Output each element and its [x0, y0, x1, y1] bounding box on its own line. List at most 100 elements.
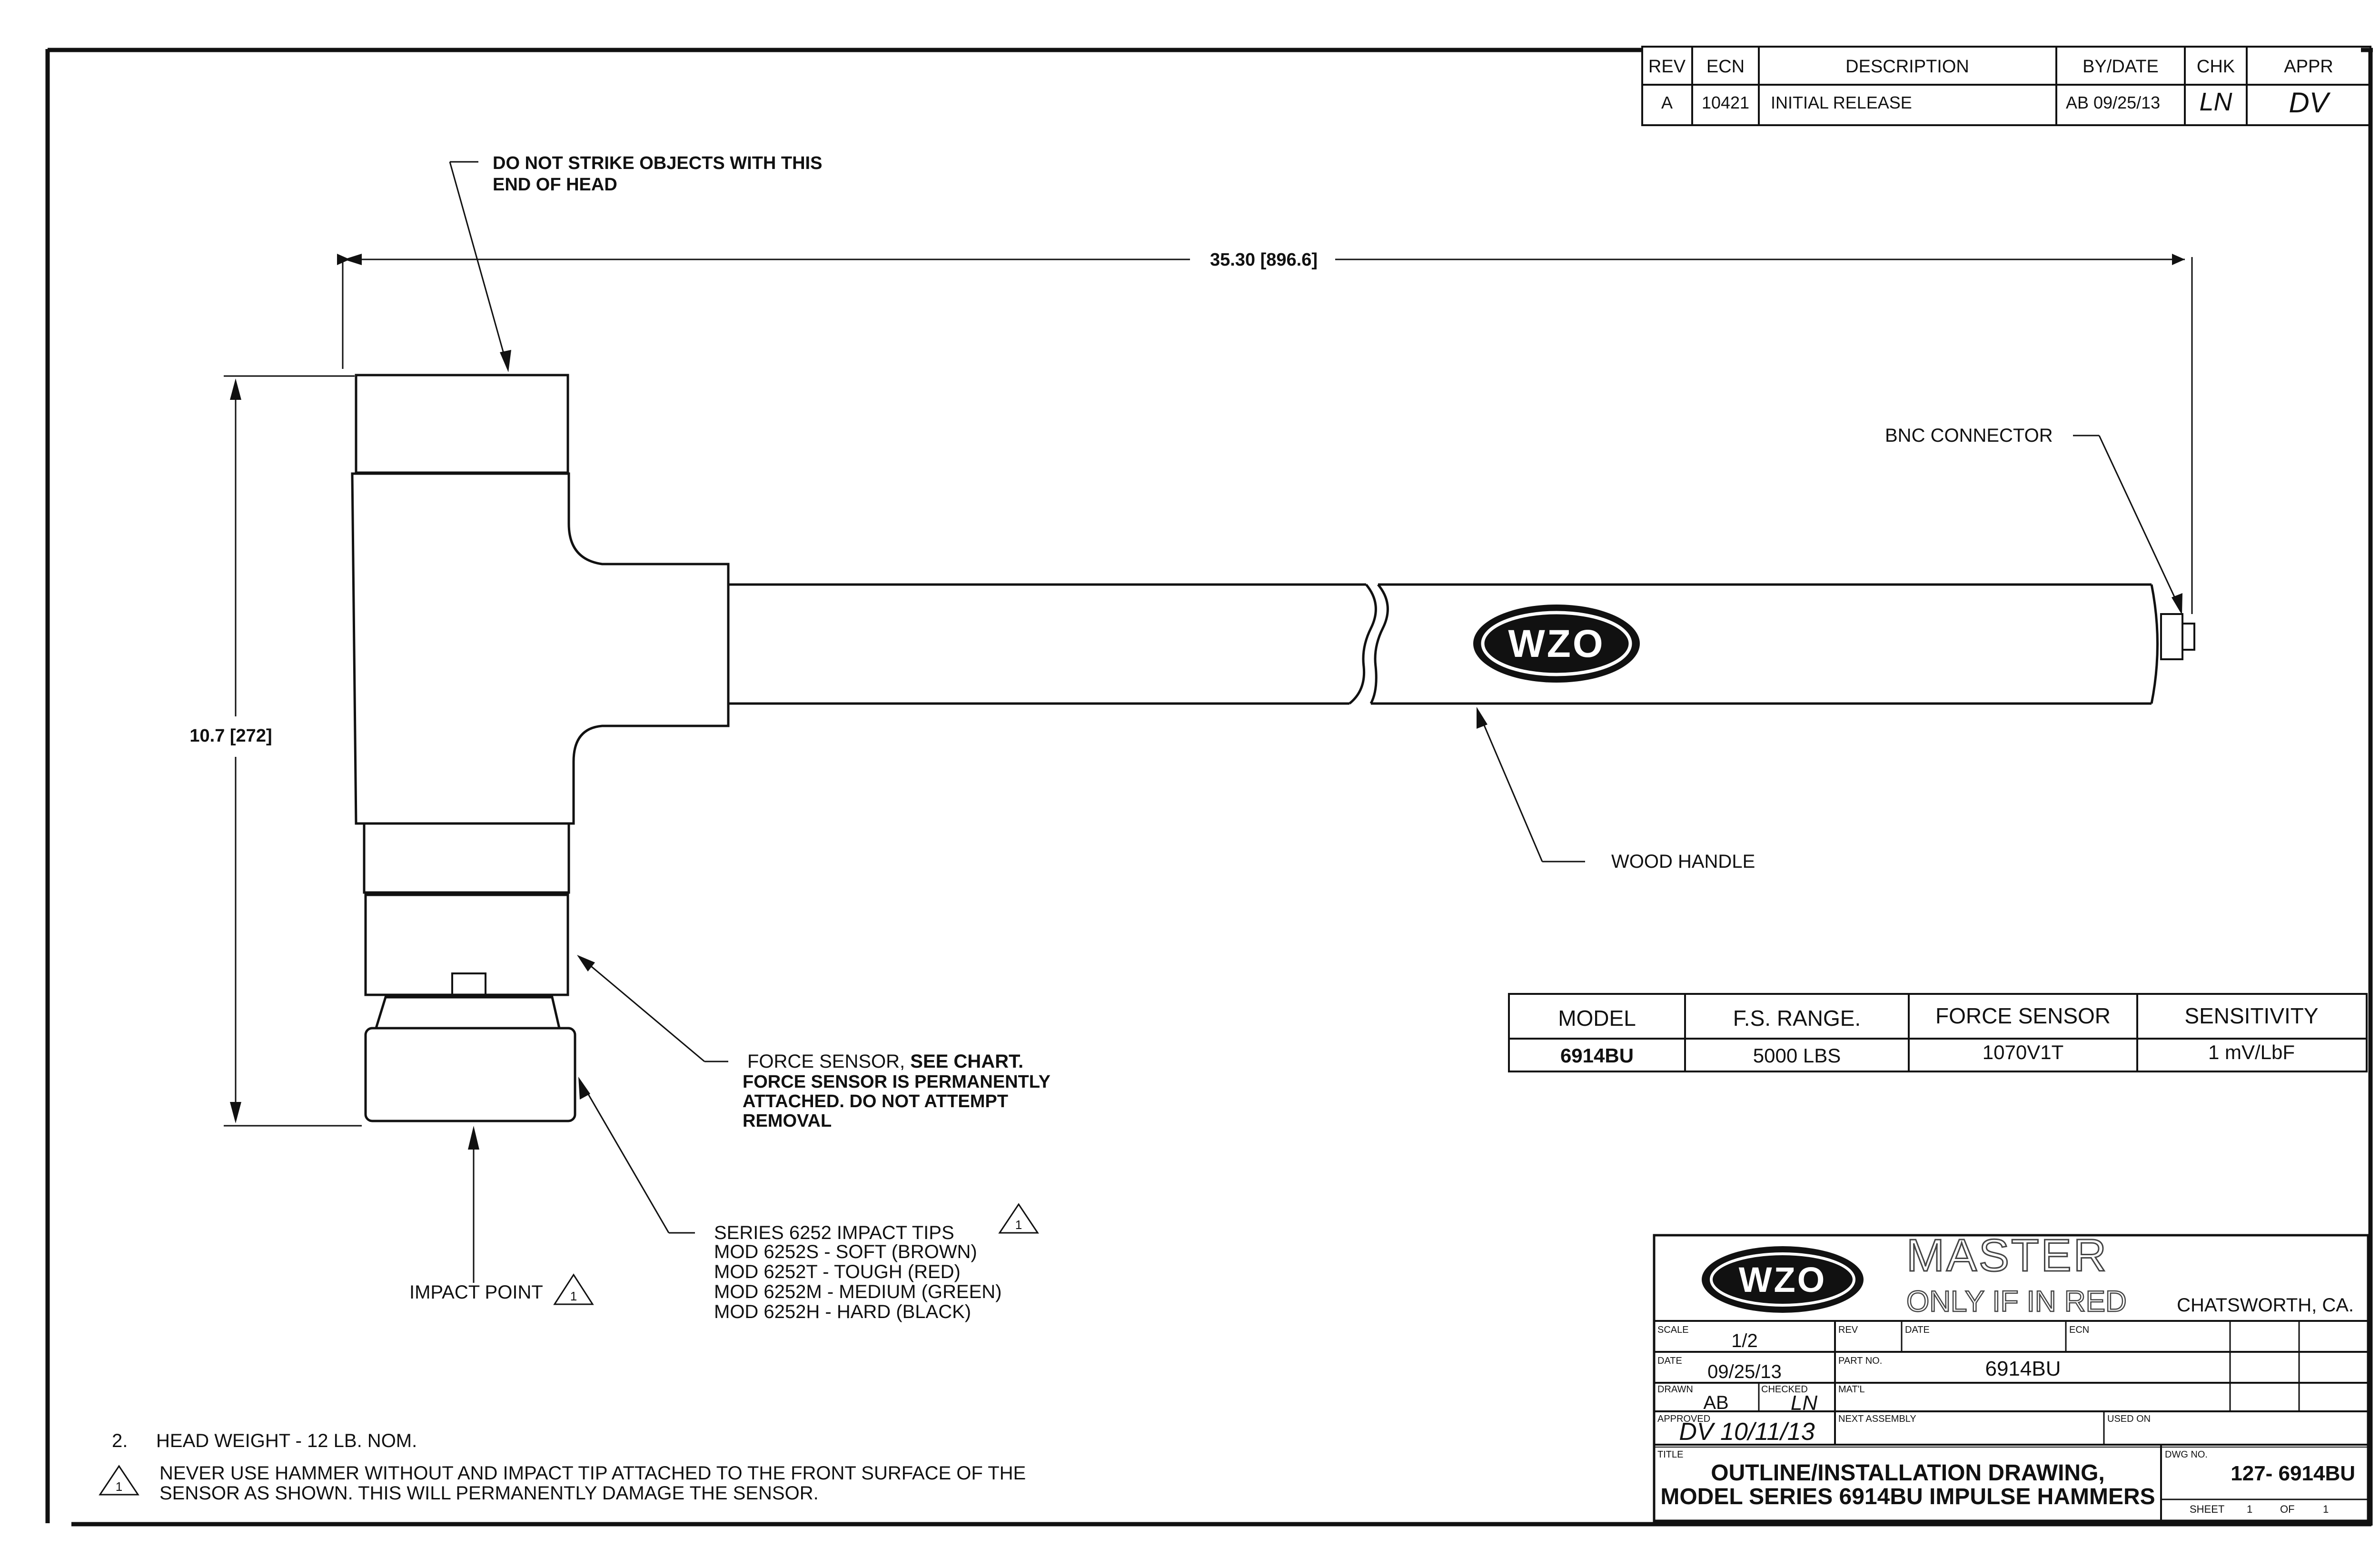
- checked-value: LN: [1791, 1391, 1817, 1415]
- note-flag-icon: [99, 1465, 139, 1496]
- force-sensor-line3: REMOVAL: [743, 1111, 832, 1131]
- company-location: CHATSWORTH, CA.: [2177, 1295, 2354, 1316]
- callout-wood-handle: WOOD HANDLE: [1477, 707, 1755, 872]
- bnc-connector-tip: [2182, 623, 2195, 651]
- impact-tip-medium: MOD 6252M - MEDIUM (GREEN): [714, 1281, 1002, 1302]
- handle-logo-text: WZO: [1508, 622, 1605, 665]
- spec-header-force-sensor: FORCE SENSOR: [1935, 1003, 2111, 1028]
- rev-label: REV: [1838, 1325, 1858, 1335]
- title-block-logo-text: WZO: [1739, 1260, 1827, 1299]
- matl-label: MAT'L: [1838, 1384, 1865, 1395]
- sensor-connector-stub: [451, 972, 486, 996]
- impact-point-label: IMPACT POINT: [409, 1282, 543, 1303]
- scale-value: 1/2: [1731, 1330, 1758, 1351]
- note-flag-number: 1: [1015, 1218, 1022, 1232]
- part-no-value: 6914BU: [1985, 1357, 2061, 1380]
- rev-header-bydate: BY/DATE: [2082, 57, 2159, 77]
- dwg-no-label: DWG NO.: [2165, 1449, 2208, 1460]
- drawing-title-line1: OUTLINE/INSTALLATION DRAWING,: [1711, 1460, 2104, 1486]
- handle-logo: WZO: [1473, 605, 1640, 683]
- dimension-head-height: 10.7 [272]: [189, 375, 362, 1127]
- master-stamp-line2: ONLY IF IN RED: [1906, 1285, 2127, 1318]
- date-label: DATE: [1657, 1356, 1682, 1366]
- head-front-collar: [363, 822, 570, 894]
- dimension-overall-length: 35.30 [896.6]: [337, 250, 2193, 614]
- force-sensor-line1: FORCE SENSOR IS PERMANENTLY: [743, 1072, 1051, 1092]
- of-label: OF: [2280, 1503, 2295, 1515]
- rev-value: A: [1661, 93, 1673, 112]
- description-value: INITIAL RELEASE: [1771, 93, 1912, 112]
- approved-signature: DV 10/11/13: [1679, 1418, 1815, 1446]
- spec-header-range: F.S. RANGE.: [1733, 1006, 1861, 1031]
- impact-tip-soft: MOD 6252S - SOFT (BROWN): [714, 1241, 977, 1262]
- scale-label: SCALE: [1657, 1325, 1689, 1335]
- used-on-label: USED ON: [2107, 1414, 2151, 1424]
- revision-table: REV ECN DESCRIPTION BY/DATE CHK APPR A 1…: [1641, 46, 2371, 126]
- force-sensor-prefix: FORCE SENSOR,: [747, 1051, 910, 1072]
- callout-bnc-connector: BNC CONNECTOR: [1885, 425, 2182, 615]
- spec-header-sensitivity: SENSITIVITY: [2184, 1003, 2318, 1028]
- spec-model-value: 6914BU: [1560, 1044, 1634, 1067]
- drawing-notes: 2. HEAD WEIGHT - 12 LB. NOM. 1 NEVER USE…: [99, 1430, 1026, 1504]
- sheet-total: 1: [2323, 1503, 2329, 1515]
- svg-text:FORCE SENSOR, SEE CHART.: FORCE SENSOR, SEE CHART.: [747, 1051, 1023, 1072]
- spec-force-sensor-value: 1070V1T: [1983, 1041, 2063, 1063]
- sheet-label: SHEET: [2190, 1503, 2224, 1515]
- force-sensor-see-chart: SEE CHART.: [910, 1051, 1023, 1072]
- ecn-value: 10421: [1702, 93, 1749, 112]
- impact-tip-hard: MOD 6252H - HARD (BLACK): [714, 1301, 971, 1322]
- next-assembly-label: NEXT ASSEMBLY: [1838, 1414, 1916, 1424]
- spec-sensitivity-value: 1 mV/LbF: [2208, 1041, 2295, 1063]
- date-value: 09/25/13: [1707, 1361, 1782, 1382]
- part-no-label: PART NO.: [1838, 1356, 1882, 1366]
- impact-tip-tough: MOD 6252T - TOUGH (RED): [714, 1261, 961, 1282]
- callout-do-not-strike: DO NOT STRIKE OBJECTS WITH THIS END OF H…: [449, 153, 822, 372]
- note-2-text: HEAD WEIGHT - 12 LB. NOM.: [156, 1430, 417, 1451]
- note-flag-icon: [553, 1273, 594, 1305]
- do-not-strike-line2: END OF HEAD: [493, 175, 617, 195]
- head-body: [351, 472, 730, 825]
- note-1-line2: SENSOR AS SHOWN. THIS WILL PERMANENTLY D…: [159, 1483, 819, 1504]
- rev-header-description: DESCRIPTION: [1845, 57, 1969, 77]
- wood-handle-label: WOOD HANDLE: [1611, 851, 1755, 872]
- do-not-strike-line1: DO NOT STRIKE OBJECTS WITH THIS: [493, 153, 822, 173]
- spec-header-model: MODEL: [1558, 1006, 1636, 1031]
- rev-header-appr: APPR: [2284, 57, 2333, 77]
- drawing-title-line2: MODEL SERIES 6914BU IMPULSE HAMMERS: [1660, 1484, 2155, 1509]
- callout-impact-point: IMPACT POINT 1: [409, 1126, 594, 1305]
- bnc-connector-label: BNC CONNECTOR: [1885, 425, 2053, 446]
- impact-tip: [364, 1027, 576, 1122]
- force-sensor-body: [364, 893, 569, 996]
- title-label: TITLE: [1657, 1449, 1683, 1460]
- overall-length-label: 35.30 [896.6]: [1210, 250, 1318, 270]
- bydate-value: AB 09/25/13: [2066, 93, 2160, 112]
- appr-initials: DV: [2289, 87, 2330, 119]
- approved-label: APPROVED: [1657, 1414, 1710, 1424]
- impact-point-flag-number: 1: [570, 1289, 577, 1303]
- callout-impact-tips: SERIES 6252 IMPACT TIPS 1 MOD 6252S - SO…: [578, 1077, 1039, 1322]
- head-rear-cap: [355, 374, 569, 474]
- force-sensor-line2: ATTACHED. DO NOT ATTEMPT: [743, 1091, 1008, 1111]
- rev-header-chk: CHK: [2197, 57, 2235, 77]
- bnc-connector-body: [2160, 613, 2183, 660]
- title-block-logo: [1702, 1246, 1864, 1313]
- dwg-no-value: 127- 6914BU: [2231, 1462, 2355, 1485]
- head-height-label: 10.7 [272]: [189, 726, 272, 746]
- tip-adapter: [374, 996, 561, 1030]
- master-stamp-line1: MASTER: [1906, 1230, 2108, 1281]
- border-frame: [45, 48, 2373, 1527]
- sheet-value: 1: [2247, 1503, 2252, 1515]
- spec-range-value: 5000 LBS: [1753, 1044, 1841, 1067]
- drawn-value: AB: [1703, 1392, 1728, 1413]
- chk-initials: LN: [2199, 88, 2232, 116]
- hammer-head: [351, 374, 730, 1122]
- spec-table: MODEL F.S. RANGE. FORCE SENSOR SENSITIVI…: [1508, 993, 2368, 1072]
- impact-tips-title: SERIES 6252 IMPACT TIPS: [714, 1222, 954, 1243]
- note-1-line1: NEVER USE HAMMER WITHOUT AND IMPACT TIP …: [159, 1463, 1026, 1484]
- hammer-handle: [728, 583, 2195, 705]
- drawn-label: DRAWN: [1657, 1384, 1693, 1395]
- date-label-top: DATE: [1905, 1325, 1930, 1335]
- checked-label: CHECKED: [1761, 1384, 1808, 1395]
- ecn-label: ECN: [2069, 1325, 2089, 1335]
